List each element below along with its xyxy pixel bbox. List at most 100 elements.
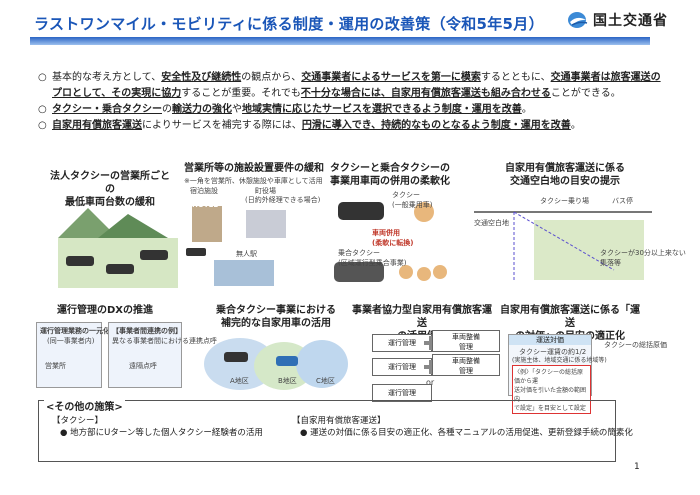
intro-item-2: ○ タクシー・乗合タクシーの輸送力の強化や地域実情に応じたサービスを選択できるよ… [38, 102, 664, 118]
intro-emphasis: 輸送力の強化 [172, 104, 232, 115]
remote-rollcall-label: 遠隔点呼 [129, 362, 157, 370]
mountain-shape [58, 208, 118, 238]
or-label: or [426, 378, 435, 387]
blank-area-label: 交通空白地 [474, 219, 509, 227]
intro-emphasis: タクシー・乗合タクシー [52, 104, 162, 115]
dx-box-2-title: 【事業者間連携の例】 [112, 327, 182, 335]
shared-taxi-label: 乗合タクシー (区域運行型乗合事業) [338, 249, 407, 267]
flow-vehicle-1: 車両整備 管理 [432, 330, 500, 352]
stop-label: タクシー乗り場 [540, 197, 589, 205]
fare-row-1: タクシー運賃の約1/2 [519, 348, 587, 356]
mlit-logo: 国土交通省 [566, 10, 668, 30]
area-c-label: C地区 [316, 377, 335, 385]
station-building [214, 260, 274, 286]
bullet-circle: ○ [38, 72, 47, 83]
plus-icon [424, 336, 438, 350]
mlit-logo-icon [568, 12, 588, 28]
area-c-shape [296, 340, 348, 388]
panel-6-illustration [204, 338, 348, 390]
panel-1-illustration [58, 208, 178, 288]
taxi-measures-head: 【タクシー】 [52, 416, 104, 426]
intro-item-3: ○ 自家用有償旅客運送によりサービスを補完する際には、円滑に導入でき、持続的なも… [38, 118, 664, 134]
intro-emphasis: 安全性及び継続性 [161, 72, 242, 83]
shared-taxi-icon [334, 262, 384, 282]
panel-3-title: タクシーと乗合タクシーの 事業用車両の併用の柔軟化 [330, 163, 450, 187]
panel-2-note: ※一角を営業所、休憩施設や車庫として活用 [184, 177, 323, 185]
taxi-icon [338, 202, 384, 220]
flow-operation-3: 運行管理 [372, 384, 432, 402]
passenger-icon [399, 265, 413, 279]
fare-example: 〈例〉「タクシーの総括原価から運 送対価を引いた金額の範囲内 で設定」を目安とし… [512, 365, 591, 414]
intro-text: するとともに、 [480, 72, 551, 83]
area-shape [534, 220, 644, 280]
intro-emphasis: 交通事業者は旅客運送のプロとして、その実現に協力 [52, 72, 661, 99]
office-label: 営業所 [45, 362, 66, 370]
intro-emphasis: 地域実情に応じたサービスを選択できるよう制度・運用を改善 [242, 104, 522, 115]
panel-2-illustration [186, 206, 286, 286]
townhall-note: (日約外経理できる場合) [245, 196, 321, 204]
intro-section: ○ 基本的な考え方として、安全性及び継続性の観点から、交通事業者によるサービスを… [38, 70, 664, 134]
passenger-icon [417, 267, 431, 281]
flow-vehicle-2: 車両整備 管理 [432, 354, 500, 376]
taxi-icon [224, 352, 248, 362]
jikayo-measure-text: 運送の対価に係る目安の適正化、各種マニュアルの活用促進、更新登録手続の簡素化 [310, 428, 633, 438]
taxi-icon [186, 248, 206, 256]
intro-text: 基本的な考え方として、 [52, 72, 162, 83]
hotel-building [192, 206, 222, 242]
header: ラストワンマイル・モビリティに係る制度・運用の改善策（令和5年5月） 国土交通省 [0, 0, 700, 45]
fare-row-2: (実施主体、地域交通に係る地域等) [512, 357, 607, 364]
intro-text: の [162, 104, 172, 115]
ministry-name: 国土交通省 [593, 13, 668, 29]
dx-box-2-sub: 異なる事業者間における連携点呼 [112, 337, 217, 345]
other-measures-title: <その他の施策> [44, 398, 125, 413]
lodging-label: 宿泊施設 [190, 187, 218, 195]
area-b-label: B地区 [278, 377, 297, 385]
panel-4-illustration [474, 211, 652, 280]
intro-text: の観点から、 [241, 72, 302, 83]
intro-text: することが重要。それでも [181, 88, 301, 99]
panel-4-note: タクシーが30分以上来ない 集落等 [600, 249, 686, 267]
townhall-building [246, 210, 286, 238]
intro-text: ことができる。 [550, 88, 621, 99]
intro-emphasis: 円滑に導入でき、持続的なものとなるよう制度・運用を改善 [301, 120, 571, 131]
fare-example-head: 〈例〉 [514, 369, 533, 376]
intro-text: 。 [570, 120, 581, 131]
townhall-label: 町役場 [255, 187, 276, 195]
intro-emphasis: 交通事業者によるサービスを第一に模索 [301, 72, 481, 83]
taxi-icon [66, 256, 94, 266]
taxi-icon [140, 250, 168, 260]
plus-icon [424, 360, 438, 374]
distance-line [513, 211, 615, 271]
bullet-circle: ○ [38, 120, 47, 131]
panel-3-illustration [334, 202, 447, 282]
fare-bar: 運送対価 [509, 335, 591, 345]
fare-example-body: 「タクシーの総括原価から運 送対価を引いた金額の範囲内 で設定」を目安として設定 [514, 369, 587, 412]
driver-icon [414, 202, 434, 222]
title-underline [30, 37, 650, 45]
page-number: 1 [634, 462, 640, 472]
panel-1-title: 法人タクシーの営業所ごとの 最低車両台数の緩和 [50, 171, 170, 208]
taxi-measure-item: ● 地方部にUターン等した個人タクシー経験者の活用 [60, 428, 263, 438]
panel-5-title: 運行管理のDXの推進 [56, 305, 153, 316]
panel-4-title: 自家用有償旅客運送に係る 交通空白地の目安の提示 [505, 163, 625, 187]
jikayo-measures-head: 【自家用有償旅客運送】 [292, 416, 386, 426]
flow-operation-1: 運行管理 [372, 334, 432, 352]
bus-stop-label: バス停 [612, 197, 633, 205]
dx-box-2: 【事業者間連携の例】 異なる事業者間における連携点呼 遠隔点呼 [108, 322, 217, 388]
area-a-label: A地区 [230, 377, 249, 385]
private-car-icon [276, 356, 298, 366]
mountain-shape [98, 214, 168, 238]
dx-box-1: 運行管理業務の一元化 (同一事業者内) 営業所 [36, 322, 110, 388]
dx-box-1-sub: (同一事業者内) [47, 337, 95, 345]
taxi-measure-text: 地方部にUターン等した個人タクシー経験者の活用 [70, 428, 263, 438]
fare-chart: 運送対価 タクシー運賃の約1/2 (実施主体、地域交通に係る地域等) 〈例〉「タ… [508, 334, 607, 414]
bullet-circle: ○ [38, 104, 47, 115]
station-label: 無人駅 [236, 250, 257, 258]
jikayo-measure-item: ● 運送の対価に係る目安の適正化、各種マニュアルの活用促進、更新登録手続の簡素化 [300, 428, 633, 438]
intro-text: によりサービスを補完する際には、 [142, 120, 302, 131]
intro-item-1: ○ 基本的な考え方として、安全性及び継続性の観点から、交通事業者によるサービスを… [38, 70, 664, 102]
flow-operation-2: 運行管理 [372, 358, 432, 376]
dual-use-label: 車両併用 (柔軟に転換) [372, 229, 414, 247]
intro-text: 。 [521, 104, 532, 115]
passenger-icon [433, 265, 447, 279]
